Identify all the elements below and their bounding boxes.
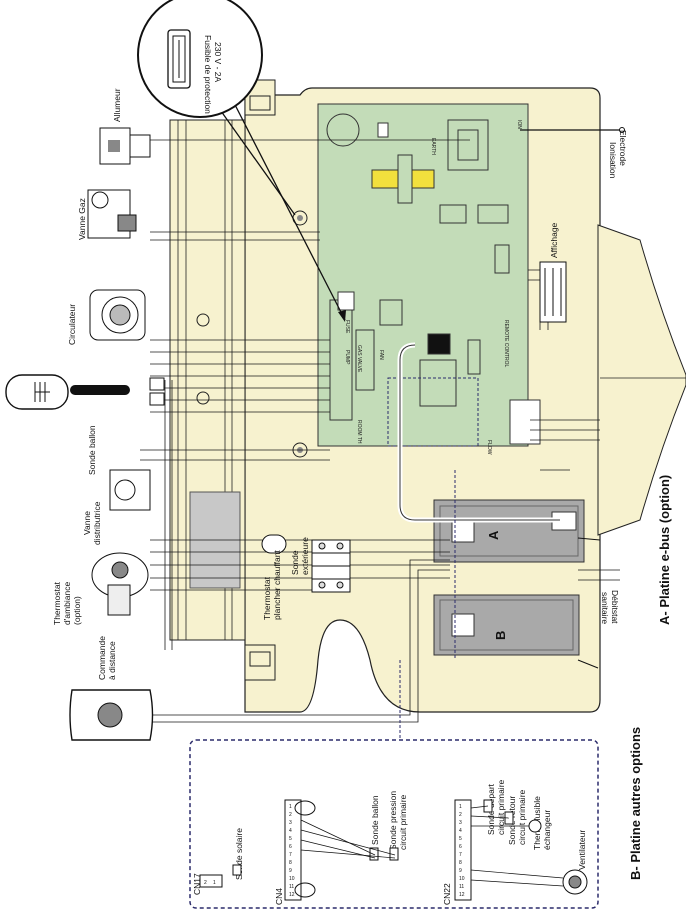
label-ventilateur: Ventilateur [577, 830, 587, 870]
cn4-pin-12: 12 [289, 892, 295, 898]
label-platine-b: B- Platine autres options [628, 727, 643, 880]
label-sonde-exterieure-1: Sonde [290, 550, 300, 575]
cn4-pin-11: 11 [289, 884, 294, 890]
pcb-label-flow: FLOW [486, 440, 492, 455]
cn4-pin-10: 10 [289, 876, 295, 882]
cn4-pin-4: 4 [289, 828, 292, 834]
fuse-label-1: Fusible de protection [203, 35, 213, 114]
label-electrode-2: Ionisation [608, 142, 618, 179]
label-thermostat-plancher-2: plancher chauffant [272, 550, 282, 620]
cn4-pin-3: 3 [289, 820, 292, 826]
fuse-magnifier: Fusible de protection 230 V - 2A [137, 0, 263, 118]
label-electrode-1: Electrode [618, 130, 628, 166]
board-b-marker: B [493, 631, 508, 640]
pcb-option-area [387, 377, 479, 447]
cn17-pin-1: 1 [213, 880, 216, 886]
label-sonde-ballon: Sonde ballon [87, 425, 97, 475]
label-sonde-retour-2: circuit primaire [517, 789, 527, 845]
main-pcb: EARTH FAN REMOTE CONTROL FUSE ROOM TH PU… [317, 103, 541, 455]
label-commande-distance-2: à distance [107, 641, 117, 680]
cn17-connector [199, 874, 223, 888]
pcb-label-gas-valve: GAS VALVE [356, 345, 362, 373]
cn22-pin-5: 5 [459, 836, 462, 842]
label-sonde-exterieure-2: extérieure [300, 537, 310, 575]
cn22-pin-3: 3 [459, 820, 462, 826]
cn4-pin-5: 5 [289, 836, 292, 842]
pump [89, 289, 146, 341]
label-platine-a: A- Platine e-bus (option) [657, 475, 672, 625]
board-a-marker: A [486, 530, 501, 540]
pcb-label-room-th: ROOM TH [356, 420, 362, 444]
cn22-pin-2: 2 [459, 812, 462, 818]
label-affichage: Affichage [549, 222, 559, 258]
label-debitstat-2: sanitaire [600, 592, 610, 624]
label-vanne-gaz: Vanne Gaz [77, 198, 87, 240]
cn22-pin-1: 1 [459, 804, 462, 810]
option-board-b: B [433, 594, 580, 656]
cn4-pin-7: 7 [289, 852, 292, 858]
label-circulateur: Circulateur [67, 304, 77, 345]
pcb-label-fan: FAN [378, 350, 384, 360]
fuse-pointer-line [229, 94, 346, 321]
room-thermostat [91, 552, 149, 616]
display-connector [539, 261, 567, 323]
cn22-pin-12: 12 [459, 892, 465, 898]
cn22-pin-6: 6 [459, 844, 462, 850]
label-thermostat-plancher-1: Thermostat [262, 576, 272, 620]
cn22-pin-7: 7 [459, 852, 462, 858]
cn4-pin-9: 9 [289, 868, 292, 874]
label-sonde-solaire: Sonde solaire [234, 828, 244, 880]
cn22-pin-4: 4 [459, 828, 462, 834]
outdoor-sensor-terminals [311, 539, 351, 593]
cn4-pin-8: 8 [289, 860, 292, 866]
cn22-pin-8: 8 [459, 860, 462, 866]
diverter-valve [109, 469, 151, 511]
label-thermostat-ambiance-1: Thermostat [52, 581, 62, 625]
cn22-label: CN22 [442, 883, 452, 905]
dhw-sensor [5, 374, 165, 410]
label-thermostat-ambiance-3: (option) [72, 596, 82, 625]
cn4-pin-2: 2 [289, 812, 292, 818]
cn4-pin-1: 1 [289, 804, 292, 810]
cn22-pin-11: 11 [459, 884, 464, 890]
gas-valve [87, 189, 137, 239]
pcb-label-remote-control: REMOTE CONTROL [503, 320, 509, 367]
label-vanne-distributrice-2: distributrice [92, 501, 102, 545]
label-thermostat-ambiance-2: d'ambiance [62, 582, 72, 625]
cn4-label: CN4 [274, 888, 284, 905]
pcb-label-fuse: FUSE [344, 320, 350, 334]
label-detail-sonde-ballon: Sonde ballon [370, 795, 380, 845]
label-allumeur: Allumeur [112, 88, 122, 122]
cn4-pin-6: 6 [289, 844, 292, 850]
label-vanne-distributrice-1: Vanne [82, 511, 92, 535]
remote-control [69, 689, 154, 741]
label-commande-distance-1: Commande [97, 636, 107, 680]
cn22-pin-9: 9 [459, 868, 462, 874]
label-thermofusible-2: échangeur [542, 810, 552, 850]
floor-thermostat [261, 534, 287, 554]
pcb-label-pump: PUMP [344, 350, 350, 365]
ionisation-electrode [520, 127, 625, 133]
option-board-a: A [433, 499, 585, 563]
cn22-pin-10: 10 [459, 876, 465, 882]
label-sonde-pression-1: Sonde pression [388, 791, 398, 850]
fuse-label-2: 230 V - 2A [213, 42, 223, 82]
pcb-label-earth: EARTH [430, 138, 436, 155]
label-sonde-pression-2: circuit primaire [398, 794, 408, 850]
pcb-label-ion: ION [516, 120, 522, 129]
detail-box: 2 1 CN17 Sonde solaire CN4 1211109876543… [189, 660, 599, 909]
label-sonde-depart-2: circuit primaire [496, 779, 506, 835]
cn17-label: CN17 [192, 873, 202, 895]
igniter [99, 127, 151, 165]
wires [140, 139, 620, 723]
cn17-pin-2: 2 [204, 880, 207, 886]
label-debitstat-1: Débitstat [610, 590, 620, 624]
cn22-connector [454, 799, 472, 901]
